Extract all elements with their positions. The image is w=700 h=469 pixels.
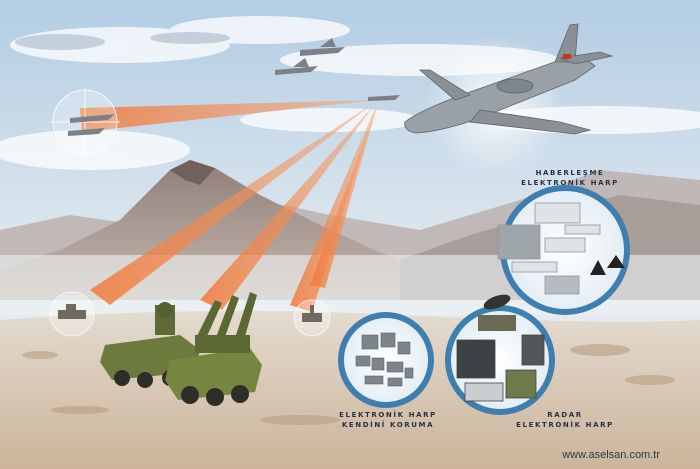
caption-comm-ew-line1: HABERLEŞME xyxy=(535,169,605,177)
armored-vehicles xyxy=(100,292,262,406)
distant-vehicles xyxy=(58,304,322,322)
jamming-beams xyxy=(80,100,378,312)
caption-comm-ew: HABERLEŞME ELEKTRONİK HARP xyxy=(505,168,635,188)
target-reticle-jets xyxy=(50,88,120,156)
caption-self-protection-line1: ELEKTRONİK HARP xyxy=(339,411,437,419)
caption-radar-ew: RADAR ELEKTRONİK HARP xyxy=(505,410,625,430)
badge-self-protection-ew xyxy=(338,312,434,408)
badge-radar-ew xyxy=(445,294,555,415)
badge-comm-ew xyxy=(497,185,630,315)
caption-radar-ew-line1: RADAR xyxy=(547,411,583,419)
caption-radar-ew-line2: ELEKTRONİK HARP xyxy=(516,421,614,429)
caption-self-protection-line2: KENDİNİ KORUMA xyxy=(341,421,435,429)
ew-aircraft xyxy=(404,23,614,135)
website-link[interactable]: www.aselsan.com.tr xyxy=(562,449,660,461)
fighter-jets xyxy=(68,38,400,136)
caption-comm-ew-line2: ELEKTRONİK HARP xyxy=(521,179,619,187)
caption-self-protection-ew: ELEKTRONİK HARP KENDİNİ KORUMA xyxy=(328,410,448,430)
